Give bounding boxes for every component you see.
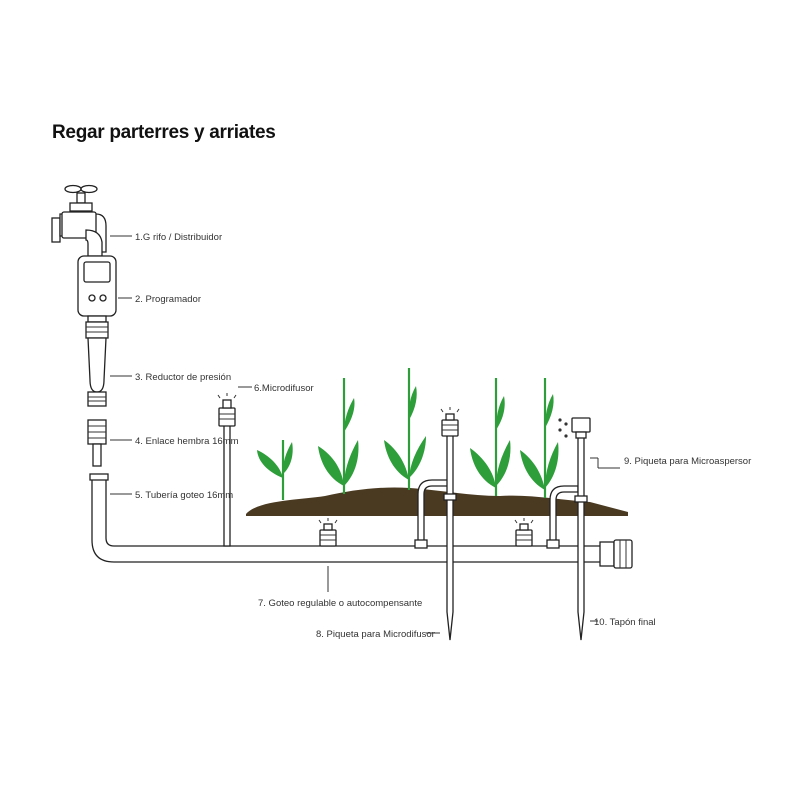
label-microdifusor: 6.Microdifusor bbox=[254, 383, 314, 394]
drip-emitter-1 bbox=[318, 518, 338, 547]
drip-emitter-2 bbox=[514, 518, 534, 547]
label-programador: 2. Programador bbox=[135, 294, 201, 305]
timer-programmer bbox=[77, 255, 117, 317]
label-piqueta-micro: 8. Piqueta para Microdifusor bbox=[316, 629, 435, 640]
micro-diffuser-stake bbox=[414, 407, 460, 641]
label-piqueta-aspersor: 9. Piqueta para Microaspersor bbox=[624, 456, 751, 467]
pressure-reducer bbox=[85, 315, 109, 407]
soil-bed bbox=[246, 487, 628, 516]
label-goteo: 7. Goteo regulable o autocompensante bbox=[258, 598, 422, 609]
plant-4 bbox=[470, 378, 511, 496]
micro-diffuser bbox=[217, 393, 237, 547]
leader-lines bbox=[110, 235, 620, 634]
plant-5 bbox=[520, 378, 559, 498]
plant-3 bbox=[384, 368, 426, 490]
pipe-start-cap bbox=[89, 473, 109, 481]
label-tuberia: 5. Tubería goteo 16mm bbox=[135, 490, 233, 501]
label-tapon: 10. Tapón final bbox=[594, 617, 656, 628]
micro-sprinkler-stake bbox=[546, 417, 591, 641]
label-grifo: 1.G rifo / Distribuidor bbox=[135, 232, 222, 243]
page-title: Regar parterres y arriates bbox=[52, 122, 276, 143]
female-connector bbox=[87, 419, 107, 467]
end-cap bbox=[599, 539, 633, 569]
plant-1 bbox=[257, 440, 293, 500]
label-enlace: 4. Enlace hembra 16mm bbox=[135, 436, 239, 447]
label-reductor: 3. Reductor de presión bbox=[135, 372, 231, 383]
tap-valve bbox=[51, 184, 107, 257]
plant-2 bbox=[318, 378, 359, 494]
